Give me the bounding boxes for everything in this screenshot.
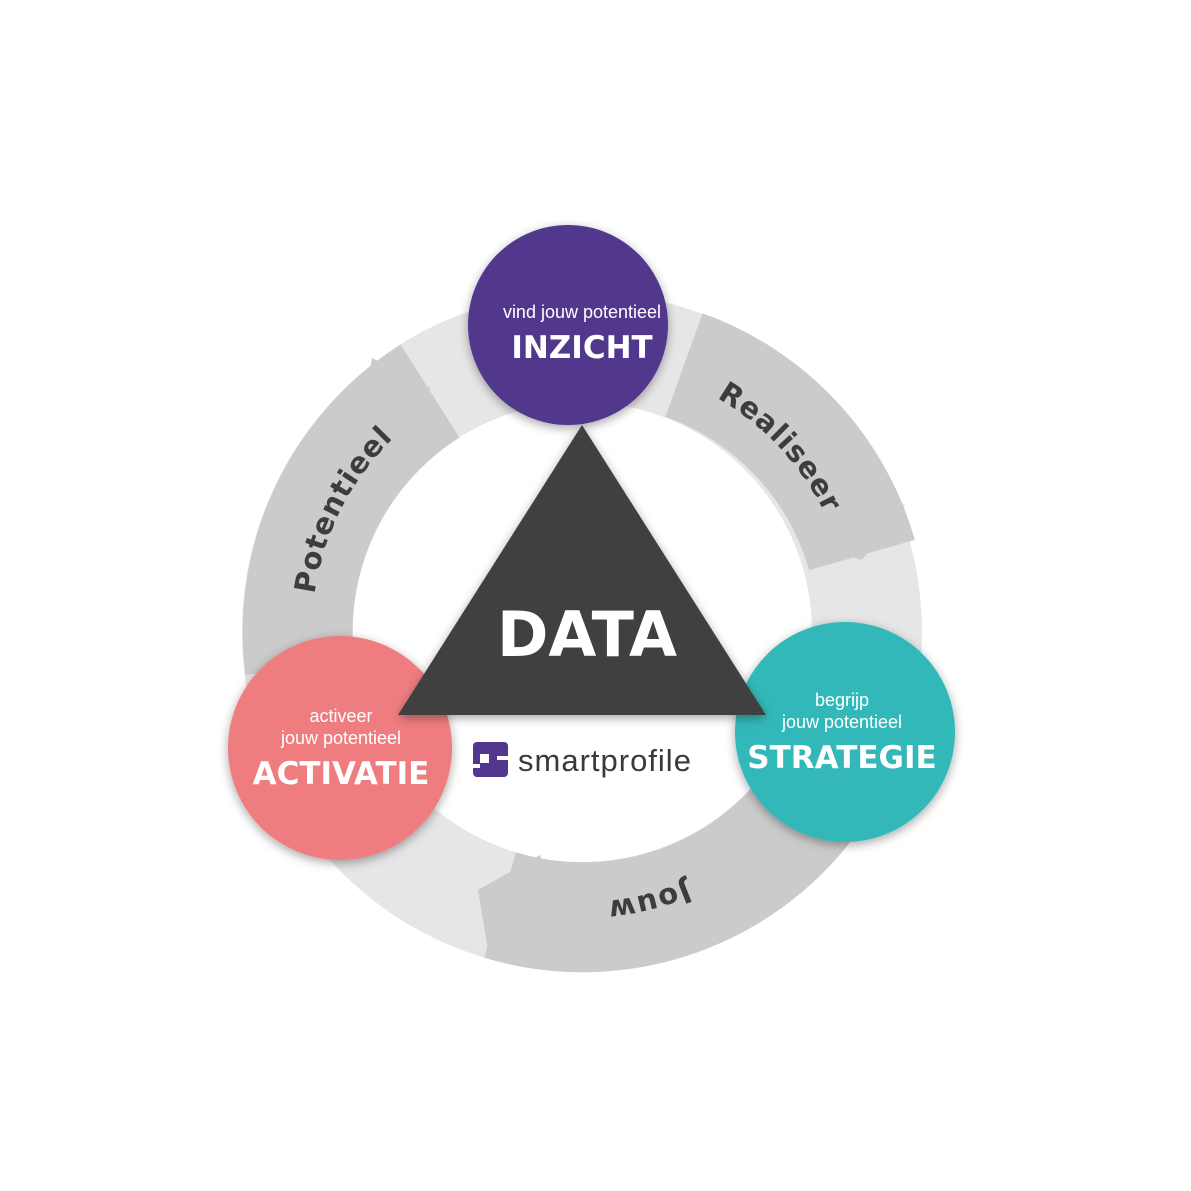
arrow-head-realiseer	[820, 500, 905, 560]
node-strategie: begrijp jouw potentieel STRATEGIE	[735, 622, 955, 842]
smartprofile-logo-text: smartprofile	[518, 743, 692, 778]
strategie-subtitle-2: jouw potentieel	[781, 712, 902, 732]
arrow-head-jouw	[478, 855, 560, 950]
arrow-head-potentieel	[360, 358, 430, 460]
activatie-subtitle-1: activeer	[309, 706, 372, 726]
activatie-subtitle-2: jouw potentieel	[280, 728, 401, 748]
strategie-subtitle-1: begrijp	[815, 690, 869, 710]
activatie-title: ACTIVATIE	[253, 756, 430, 792]
center-triangle: DATA	[398, 425, 766, 715]
inzicht-title: INZICHT	[511, 330, 652, 366]
smartprofile-logo-icon	[473, 742, 508, 777]
center-title: DATA	[497, 598, 677, 671]
smartprofile-logo: smartprofile	[473, 742, 692, 778]
strategie-title: STRATEGIE	[747, 740, 936, 776]
inzicht-subtitle: vind jouw potentieel	[503, 302, 661, 322]
node-activatie: activeer jouw potentieel ACTIVATIE	[228, 636, 452, 860]
node-inzicht: vind jouw potentieel INZICHT	[468, 225, 668, 425]
